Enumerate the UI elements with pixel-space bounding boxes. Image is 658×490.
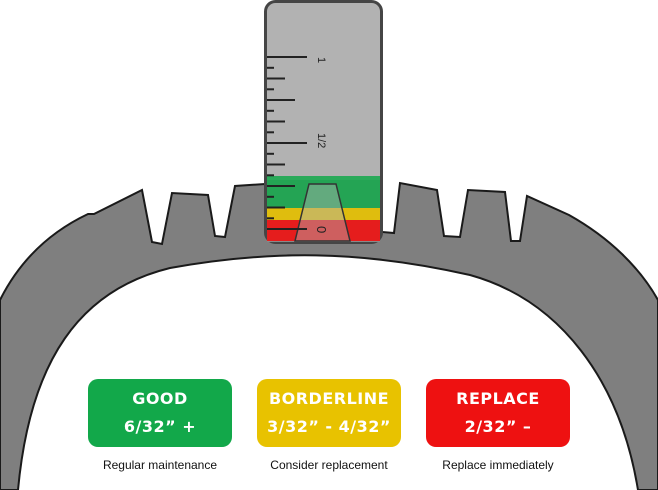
gauge-mark-one: 1 <box>315 57 327 63</box>
zone-band-borderline <box>267 208 380 220</box>
zone-band-good <box>267 176 380 208</box>
borderline-title: BORDERLINE <box>268 389 390 408</box>
good-title: GOOD <box>132 389 188 408</box>
replace-title: REPLACE <box>456 389 540 408</box>
tire-cross-section <box>0 181 658 490</box>
good-card: GOOD 6/32” + <box>88 379 232 447</box>
tread-depth-gauge: 1 1/2 0 <box>264 0 383 244</box>
good-range: 6/32” + <box>123 417 197 436</box>
tread-groove-under-gauge <box>294 183 351 242</box>
borderline-note: Consider replacement <box>270 458 388 472</box>
borderline-range: 3/32” - 4/32” <box>267 417 391 436</box>
good-note: Regular maintenance <box>102 458 218 472</box>
borderline-card: BORDERLINE 3/32” - 4/32” <box>257 379 401 447</box>
zone-band-replace <box>267 220 380 241</box>
replace-card: REPLACE 2/32” – <box>426 379 570 447</box>
replace-range: 2/32” – <box>464 417 532 436</box>
gauge-mark-zero: 0 <box>314 226 329 233</box>
replace-note: Replace immediately <box>442 458 554 472</box>
gauge-mark-half: 1/2 <box>315 133 327 148</box>
ruler-ticks <box>267 56 307 230</box>
